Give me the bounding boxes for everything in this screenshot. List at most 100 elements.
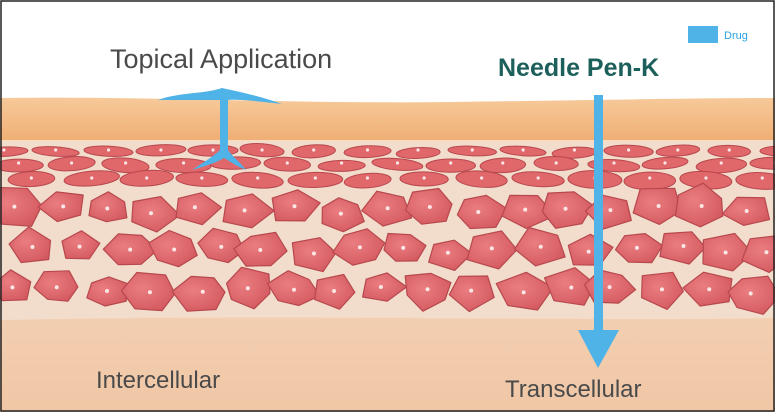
cell-nucleus — [292, 288, 296, 292]
cell-nucleus — [219, 245, 223, 249]
cell-nucleus — [312, 148, 315, 151]
cell-nucleus — [676, 148, 679, 151]
cell-nucleus — [105, 207, 109, 211]
cell-nucleus — [449, 161, 452, 164]
cell-nucleus — [379, 285, 383, 289]
cell-nucleus — [681, 244, 685, 248]
cell-nucleus — [471, 148, 474, 151]
cell-nucleus — [423, 176, 426, 179]
cell-nucleus — [17, 161, 20, 164]
cell — [426, 159, 476, 173]
cell-nucleus — [243, 208, 247, 212]
needle-pen-label: Needle Pen-K — [498, 54, 659, 82]
cell-nucleus — [700, 204, 704, 208]
cell-nucleus — [312, 251, 316, 255]
cell-nucleus — [2, 148, 5, 151]
cell-nucleus — [657, 204, 661, 208]
cell-nucleus — [314, 176, 317, 179]
cell-nucleus — [339, 212, 343, 216]
cell-nucleus — [258, 248, 262, 252]
cell-nucleus — [627, 148, 630, 151]
cell-nucleus — [416, 148, 419, 151]
cell — [624, 172, 676, 190]
cell-nucleus — [260, 148, 263, 151]
cell-nucleus — [396, 161, 399, 164]
cell-nucleus — [539, 245, 543, 249]
cell-nucleus — [663, 161, 666, 164]
topical-application-label: Topical Application — [110, 44, 332, 74]
cell-nucleus — [573, 148, 576, 151]
cell-nucleus — [211, 148, 214, 151]
cell-nucleus — [386, 206, 390, 210]
cell-nucleus — [476, 210, 480, 214]
cell-nucleus — [660, 287, 664, 291]
cell-nucleus — [761, 176, 764, 179]
cell-nucleus — [426, 287, 430, 291]
transcellular-label: Transcellular — [505, 376, 642, 403]
cell-nucleus — [124, 161, 127, 164]
cell-nucleus — [78, 245, 82, 249]
intercellular-label: Intercellular — [96, 367, 220, 394]
cell-nucleus — [61, 204, 65, 208]
cell-nucleus — [612, 161, 615, 164]
cell-nucleus — [587, 250, 591, 254]
cell-nucleus — [523, 208, 527, 212]
cell-nucleus — [148, 290, 152, 294]
cell-nucleus — [30, 176, 33, 179]
cell-nucleus — [569, 285, 573, 289]
cell-nucleus — [480, 176, 483, 179]
cell-nucleus — [293, 204, 297, 208]
cell-nucleus — [564, 207, 568, 211]
cell-nucleus — [522, 148, 525, 151]
drug-swatch-icon — [688, 26, 718, 43]
cell-nucleus — [648, 176, 651, 179]
cell-nucleus — [200, 176, 203, 179]
cell-nucleus — [724, 251, 728, 255]
cell-nucleus — [501, 161, 504, 164]
cell-nucleus — [608, 285, 612, 289]
cell-nucleus — [286, 161, 289, 164]
cell-nucleus — [728, 148, 731, 151]
cell-nucleus — [54, 148, 57, 151]
cell-nucleus — [193, 205, 197, 209]
cell-nucleus — [490, 246, 494, 250]
cell-nucleus — [332, 289, 336, 293]
cell-nucleus — [635, 246, 639, 250]
cell-nucleus — [358, 245, 362, 249]
cell-nucleus — [149, 211, 153, 215]
cell-nucleus — [256, 176, 259, 179]
cell-nucleus — [30, 245, 34, 249]
cell-nucleus — [55, 285, 59, 289]
cell-nucleus — [10, 285, 14, 289]
cell-nucleus — [608, 208, 612, 212]
cell-nucleus — [172, 247, 176, 251]
cell-nucleus — [428, 205, 432, 209]
cell-nucleus — [704, 176, 707, 179]
legend-drug-label: Drug — [724, 30, 748, 42]
cell-nucleus — [366, 148, 369, 151]
cell-nucleus — [707, 287, 711, 291]
cell-nucleus — [469, 289, 473, 293]
cell-nucleus — [128, 248, 132, 252]
cell-nucleus — [749, 292, 753, 296]
cell-nucleus — [366, 176, 369, 179]
cell-nucleus — [537, 176, 540, 179]
cell-nucleus — [446, 251, 450, 255]
cell-nucleus — [90, 176, 93, 179]
cell-nucleus — [555, 161, 558, 164]
cell-nucleus — [107, 148, 110, 151]
cell-nucleus — [201, 290, 205, 294]
cell-nucleus — [340, 161, 343, 164]
cell-nucleus — [745, 209, 749, 213]
cell-nucleus — [246, 286, 250, 290]
cell-nucleus — [12, 205, 16, 209]
cell-nucleus — [764, 250, 768, 254]
cell-nucleus — [159, 148, 162, 151]
cell-nucleus — [70, 161, 73, 164]
cell-nucleus — [105, 289, 109, 293]
cell-nucleus — [182, 161, 185, 164]
cell-nucleus — [720, 161, 723, 164]
cell-nucleus — [145, 176, 148, 179]
